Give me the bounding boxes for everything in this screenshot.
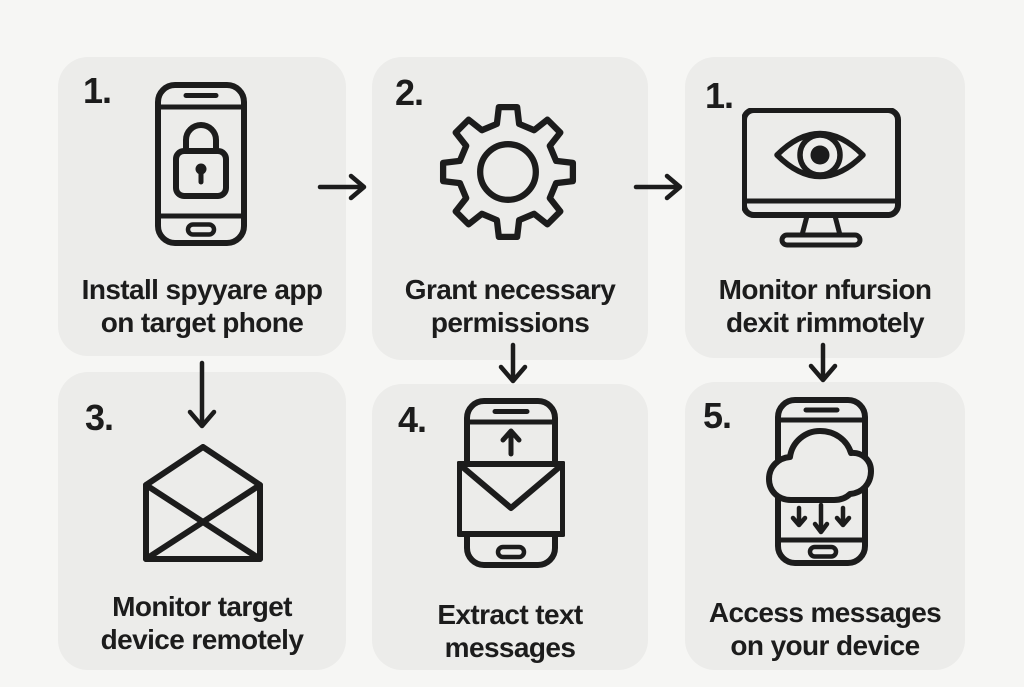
step-caption: Extract text messages (372, 598, 648, 664)
caption-line: Extract text (437, 599, 583, 630)
step-number: 1. (705, 75, 734, 116)
step-caption: Monitor target device remotely (58, 590, 346, 656)
step-card-monitor-target: 3. Monitor target device remotely (58, 372, 346, 670)
phone-cloud-download-icon (766, 397, 874, 566)
step-number: 2. (395, 72, 424, 113)
caption-line: Monitor target (112, 591, 292, 622)
step-card-permissions: 2. Grant necessary permissions (372, 57, 648, 360)
step-card-install-app: 1. Install spyyare app on target phone (58, 57, 346, 356)
caption-line: dexit rimmotely (726, 307, 925, 338)
step-caption: Grant necessary permissions (372, 273, 648, 339)
phone-message-upload-icon (457, 398, 565, 568)
caption-line: permissions (430, 307, 590, 338)
caption-line: on target phone (100, 307, 304, 338)
step-caption: Monitor nfursion dexit rimmotely (685, 273, 965, 339)
step-number: 4. (398, 399, 427, 440)
caption-line: device remotely (100, 624, 304, 655)
step-number: 3. (85, 397, 114, 438)
monitor-eye-icon (742, 108, 901, 248)
step-card-access-messages: 5. Access messages on your device (685, 382, 965, 670)
caption-line: messages (444, 632, 576, 663)
caption-line: Monitor nfursion (718, 274, 932, 305)
caption-line: Access messages (708, 597, 942, 628)
caption-line: Grant necessary (404, 274, 616, 305)
open-envelope-icon (143, 444, 263, 562)
caption-line: Install spyyare app (81, 274, 323, 305)
step-caption: Access messages on your device (685, 596, 965, 662)
caption-line: on your device (730, 630, 920, 661)
step-number: 5. (703, 395, 732, 436)
step-number: 1. (83, 70, 112, 111)
phone-lock-icon (155, 82, 247, 246)
gear-icon (439, 103, 577, 241)
step-card-extract-texts: 4. Extract text messages (372, 384, 648, 670)
step-card-monitor-remotely: 1. Monitor nfursion dexit rimmotely (685, 57, 965, 358)
step-caption: Install spyyare app on target phone (58, 273, 346, 339)
